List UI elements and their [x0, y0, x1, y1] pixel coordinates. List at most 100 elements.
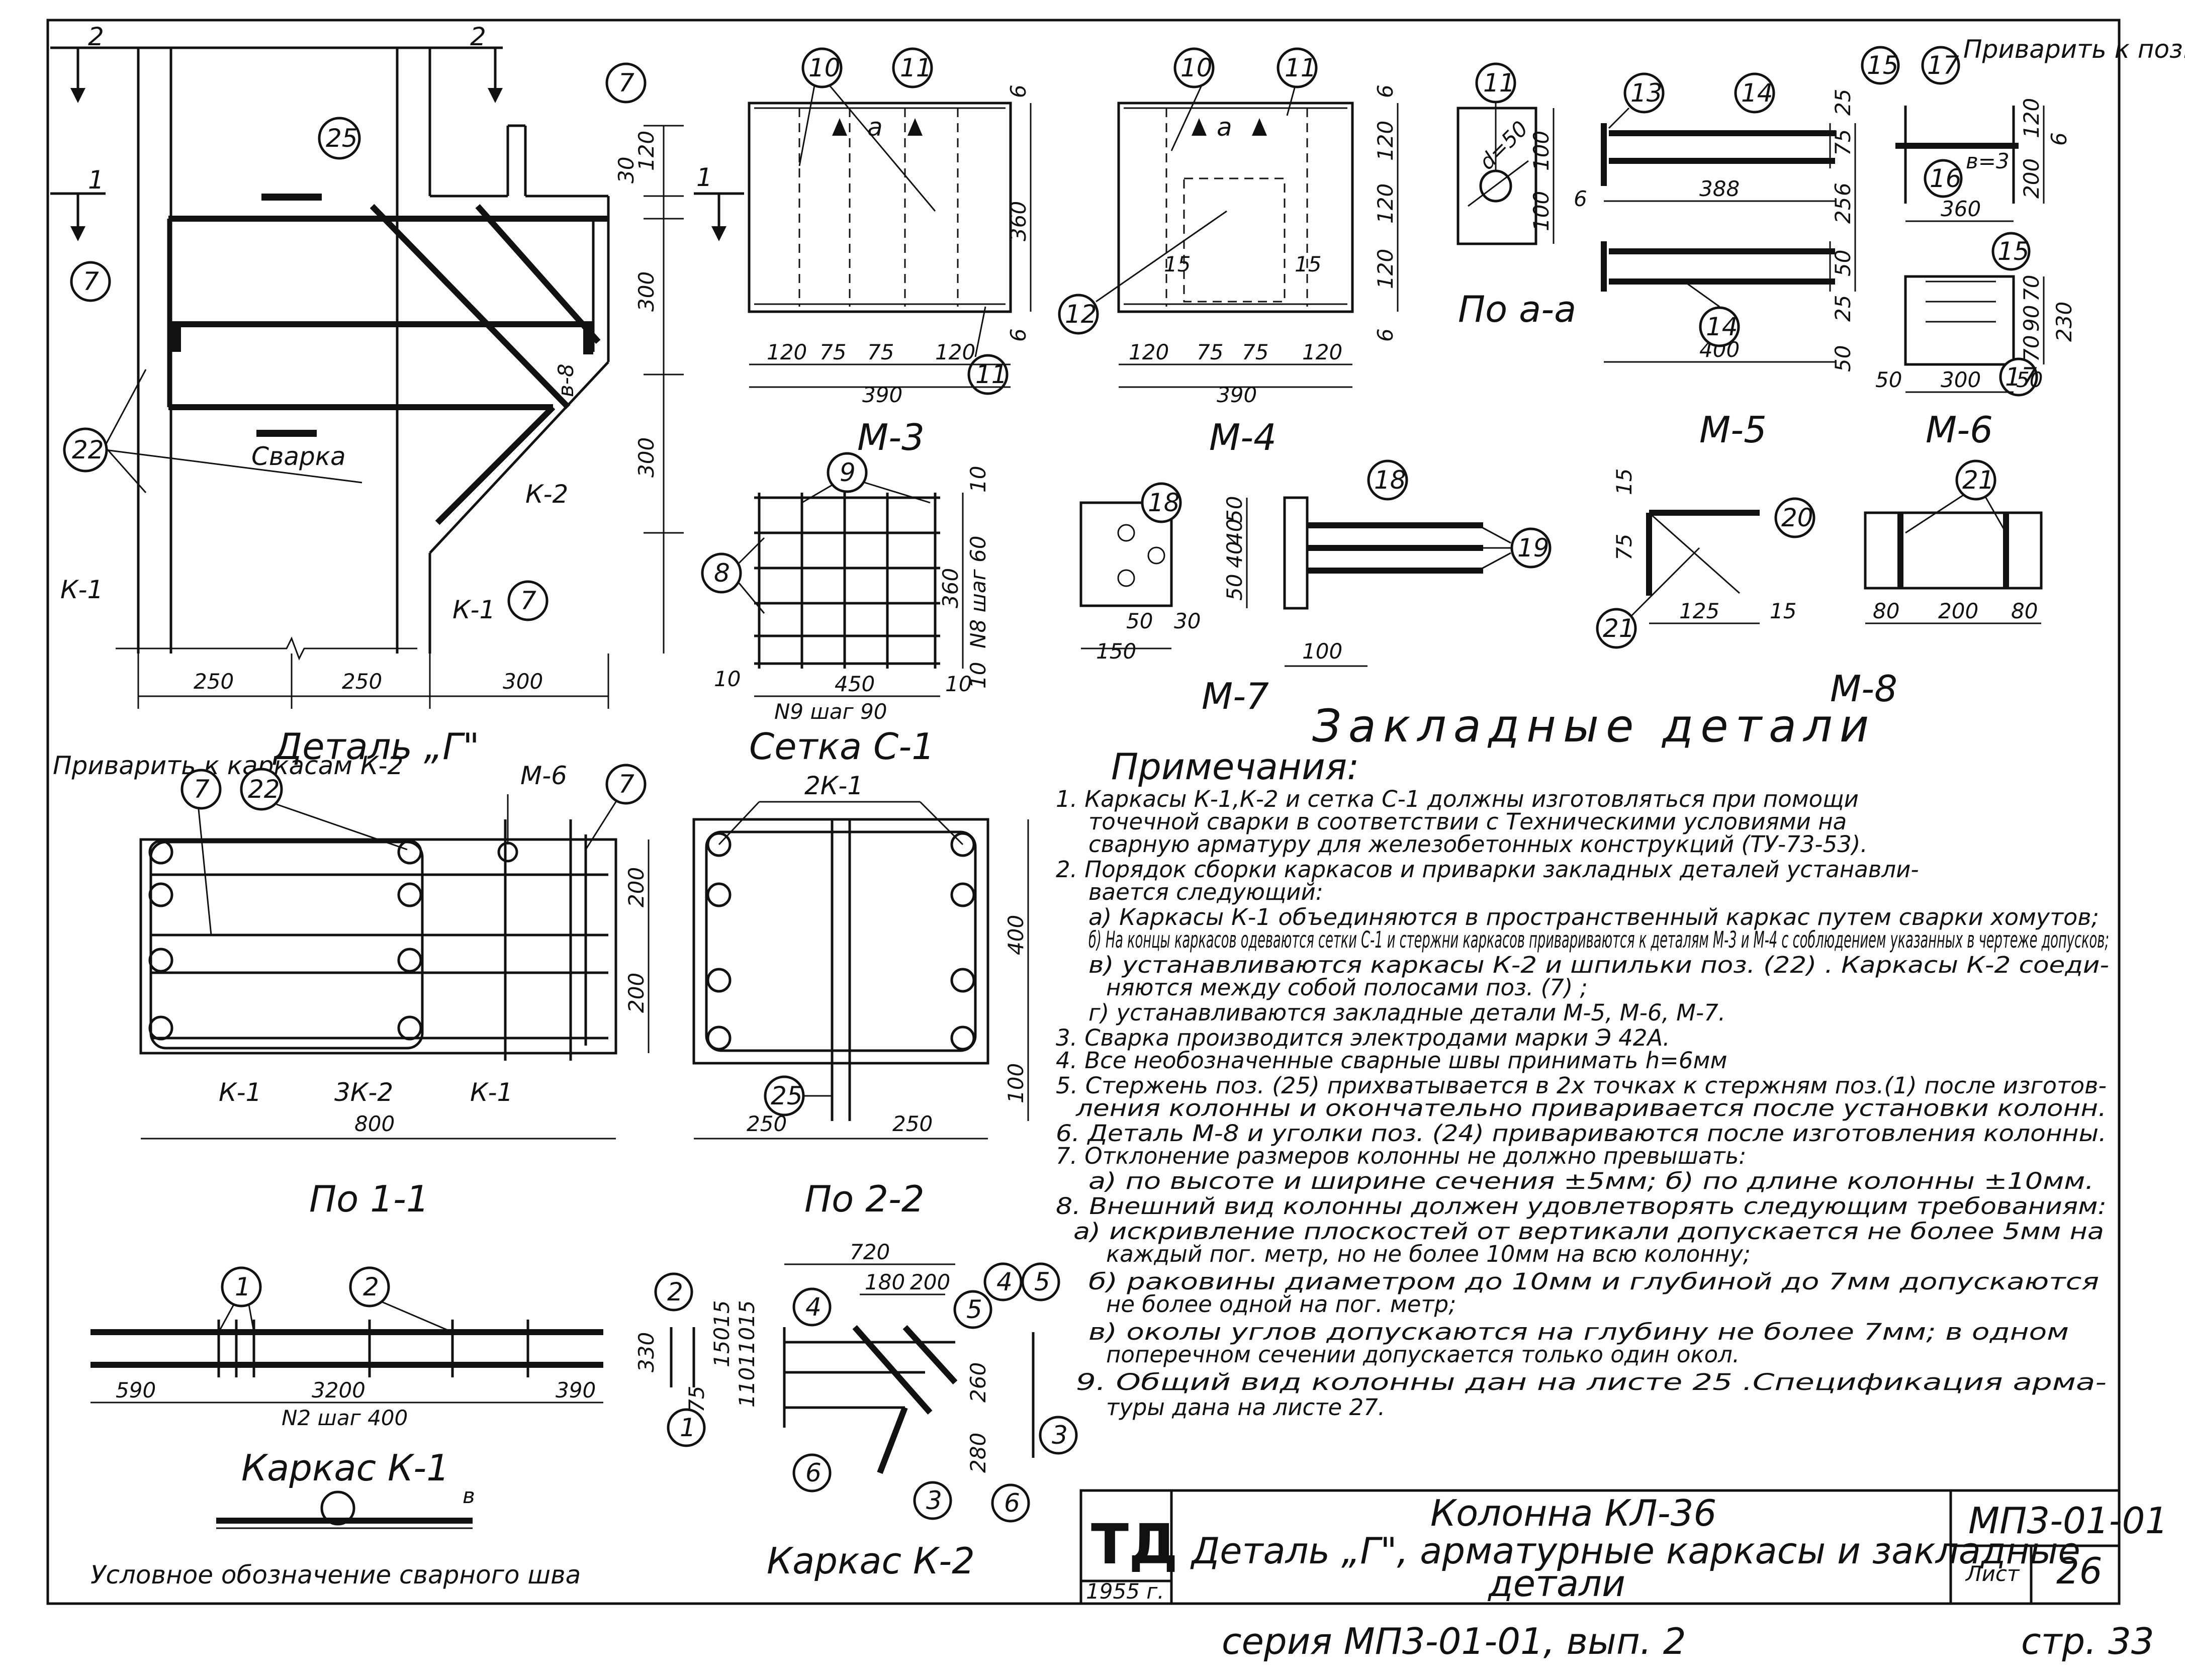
k2-pos-6-right: 6: [1004, 1488, 1020, 1518]
c1-dim-10-c: 10: [966, 466, 990, 493]
m4-dim-6-top: 6: [1373, 84, 1398, 98]
m7-title: М-7: [1202, 675, 1269, 717]
k2-dim-180: 180: [865, 1270, 905, 1294]
section-aa-title: По а-а: [1458, 288, 1576, 330]
setka-c1: 9 8 450 N9 шаг 90 10 10 360 N8 шаг 60 10…: [701, 452, 990, 768]
c1-dim-n9: N9 шаг 90: [774, 699, 887, 724]
m7-dim-150: 150: [1096, 639, 1136, 664]
m6-dim-230: 230: [2052, 302, 2076, 342]
m4-dim-120-b: 120: [1373, 183, 1398, 224]
c1-dim-10-d: 10: [966, 662, 990, 689]
m3-dim-120-right: 120: [935, 340, 975, 364]
k2-pos-3-bottom: 3: [926, 1486, 942, 1515]
m3-dim-120-left: 120: [767, 340, 807, 364]
m4-dim-120-c: 120: [1373, 249, 1398, 289]
m4-dim-15-left: 15: [1164, 252, 1191, 276]
note-line: 7. Отклонение размеров колонны не должно…: [1056, 1143, 1746, 1169]
note-line: няются между собой полосами поз. (7) ;: [1106, 974, 1588, 1001]
s11-pos-22: 22: [248, 775, 280, 804]
m3-dim-6-top: 6: [1006, 84, 1031, 98]
k1-pos-1: 1: [235, 1272, 251, 1301]
note-line: 1. Каркасы К-1,К-2 и сетка С-1 должны из…: [1056, 786, 1859, 812]
s11-pos-7-left: 7: [194, 775, 210, 804]
stamp-td: ТД: [1091, 1512, 1178, 1576]
m3-dim-6-bottom: 6: [1006, 328, 1031, 342]
karkas-k1: 1 2 590 3200 390 N2 шаг 400 Каркас К-1: [90, 1266, 603, 1489]
m4-dim-75-b: 75: [1242, 340, 1268, 364]
title-code: МП3-01-01: [1968, 1500, 2168, 1542]
m5-pos-14-bottom: 14: [1706, 312, 1738, 341]
s11-pos-7-right: 7: [618, 770, 634, 799]
m8-dim-125: 125: [1679, 599, 1719, 623]
m4-dim-6-bottom: 6: [1373, 328, 1398, 342]
detail-g-label-k1-right: К-1: [452, 595, 495, 624]
s11-dim-200-bottom: 200: [624, 973, 649, 1013]
k2-pos-1: 1: [680, 1413, 696, 1442]
m7-dim-40-a: 40: [1222, 519, 1247, 545]
m4-pos-12: 12: [1065, 300, 1097, 329]
m4-title: М-4: [1209, 416, 1277, 458]
m5-dim-50-a: 50: [1831, 250, 1855, 276]
section-mark-1-left: 1: [88, 165, 104, 195]
m6-dim-70-b: 70: [2019, 335, 2044, 362]
note-line: поперечном сечении допускается только од…: [1106, 1341, 1740, 1368]
footer-page: стр. 33: [2021, 1620, 2154, 1662]
k2-pos-2: 2: [667, 1277, 683, 1306]
m3-dim-75-b: 75: [867, 340, 894, 364]
k2-dim-260: 260: [966, 1362, 990, 1403]
detail-g-label-k1-left: К-1: [60, 575, 103, 604]
note-line: 8. Внешний вид колонны должен удовлетвор…: [1056, 1193, 2107, 1220]
c1-dim-450: 450: [835, 672, 875, 696]
k1-dim-390: 390: [556, 1378, 596, 1403]
note-line: 4. Все необозначенные сварные швы приним…: [1056, 1047, 1727, 1074]
m6-dim-300: 300: [1941, 367, 1981, 392]
k2-dim-110-a: 110: [735, 1327, 759, 1367]
detail-g-dim-120: 120: [634, 131, 659, 171]
detail-g-dim-250-a: 250: [194, 669, 234, 694]
note-line: 9. Общий вид колонны дан на листе 25 .Сп…: [1076, 1369, 2107, 1395]
s22-dim-250-left: 250: [747, 1111, 787, 1136]
section-mark-2-right: 2: [470, 22, 486, 51]
detail-g-pos-22: 22: [72, 435, 104, 464]
s11-label-3k2: 3К-2: [334, 1078, 393, 1107]
section-22: 2К-1 25 250 250 400 100 По 2-2: [692, 771, 1029, 1220]
weld-symbol: в Условное обозначение сварного шва: [90, 1483, 581, 1590]
note-line: б) раковины диаметром до 10мм и глубиной…: [1088, 1268, 2099, 1295]
m5-dim-25-a: 25: [1831, 89, 1855, 116]
weld-caption: Условное обозначение сварного шва: [90, 1560, 581, 1590]
m7-dim-40-b: 40: [1222, 541, 1247, 568]
detail-g-dim-300-upper: 300: [634, 271, 659, 312]
c1-dim-360: 360: [938, 568, 963, 608]
m3-pos-11-top: 11: [900, 53, 932, 82]
detail-g-pos-25: 25: [326, 124, 358, 153]
m5-title: М-5: [1699, 409, 1767, 451]
m8-dim-75: 75: [1612, 534, 1636, 561]
setka-c1-title: Сетка С-1: [749, 725, 935, 768]
main-title: Закладные детали: [1312, 700, 1876, 753]
note-line: ления колонны и окончательно приваривает…: [1075, 1095, 2107, 1122]
k1-dim-590: 590: [116, 1378, 156, 1403]
detail-g-dim-250-b: 250: [342, 669, 382, 694]
k2-pos-5-right: 5: [1034, 1267, 1050, 1296]
aa-dim-100-top: 100: [1529, 131, 1554, 171]
s11-label-m6: М-6: [520, 761, 567, 790]
aa-pos-11: 11: [1483, 68, 1515, 98]
detail-g-pos-7-bottom: 7: [520, 586, 536, 615]
note-line: в) устанавливаются каркасы К-2 и шпильки…: [1088, 952, 2109, 978]
k2-dim-330: 330: [634, 1332, 659, 1372]
k2-pos-4-right: 4: [996, 1267, 1013, 1296]
title-block: ТД 1955 г. Колонна КЛ-36 Деталь „Г", арм…: [1079, 1489, 2168, 1605]
m8-dim-200: 200: [1938, 599, 1978, 623]
m8-pos-21-left: 21: [1603, 614, 1635, 643]
m6-title: М-6: [1926, 409, 1993, 451]
c1-dim-n8: N8 шаг 60: [966, 535, 990, 648]
s11-note: Приварить к каркасам К-2: [53, 751, 403, 780]
note-line: точечной сварки в соответствии с Техниче…: [1088, 808, 1847, 835]
m5-dim-50-b: 50: [1831, 345, 1855, 372]
s22-dim-250-right: 250: [892, 1111, 933, 1136]
detail-g-title: Деталь „Г": [272, 725, 479, 768]
s11-dim-200-top: 200: [624, 867, 649, 907]
section-11: Приварить к каркасам К-2 7 22 7 М-6 К-1 …: [53, 751, 650, 1220]
c1-dim-10-b: 10: [945, 672, 972, 696]
